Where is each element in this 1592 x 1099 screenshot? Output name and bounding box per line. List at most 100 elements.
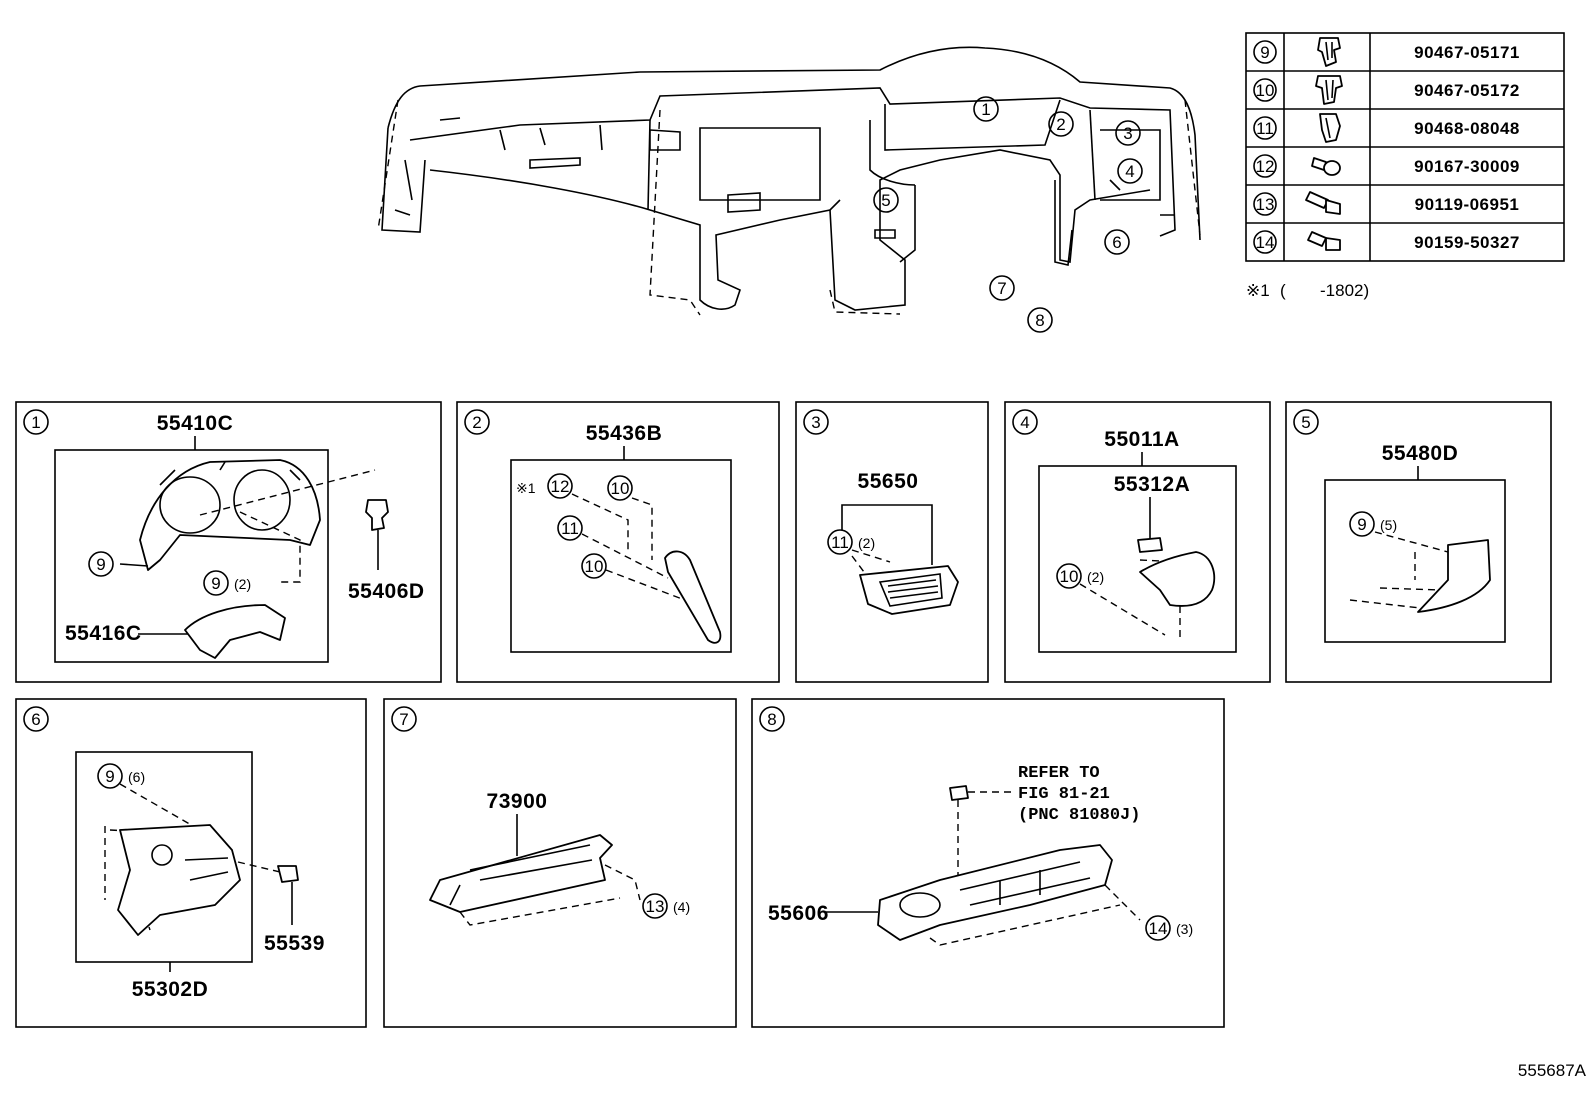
overview-callout-6: 6	[1104, 229, 1130, 255]
switch-plug	[277, 865, 299, 883]
svg-text:8: 8	[1035, 311, 1044, 330]
svg-text:12: 12	[551, 477, 570, 496]
svg-text:※1: ※1	[1246, 281, 1270, 300]
svg-text:8: 8	[767, 710, 776, 729]
overview-callout-3: 3	[1115, 120, 1141, 146]
fastener-table: 9 90467-05171 10 90467-05172 11	[1245, 32, 1565, 262]
date-range-note: ※1 ( -1802)	[1246, 281, 1369, 300]
svg-text:10: 10	[1060, 567, 1079, 586]
fastener-row-11: 11 90468-08048	[1253, 113, 1520, 143]
svg-text:※1: ※1	[516, 480, 536, 496]
svg-text:9: 9	[1357, 515, 1366, 534]
panel-3: 3 55650 11 (2)	[795, 401, 989, 683]
refer-note-line-1: REFER TO	[1018, 764, 1100, 783]
knee-airbag-assembly	[429, 834, 613, 913]
svg-text:(2): (2)	[234, 576, 251, 592]
panel-2: 2 55436B ※1 12 10 11 10	[456, 401, 780, 683]
svg-text:(2): (2)	[1087, 569, 1104, 585]
svg-text:9: 9	[211, 574, 220, 593]
svg-text:11: 11	[561, 519, 579, 538]
part-number-55416C: 55416C	[65, 622, 142, 645]
panel-5: 5 55480D 9 (5)	[1285, 401, 1552, 683]
panel-4: 4 55011A 55312A 10 (2)	[1004, 401, 1271, 683]
connector	[949, 785, 969, 801]
svg-text:90468-08048: 90468-08048	[1414, 119, 1520, 138]
svg-text:5: 5	[881, 191, 890, 210]
panel-1: 1 55410C 9 9 (2) 55416C 55406D	[15, 401, 442, 683]
part-number-55406D: 55406D	[348, 580, 425, 603]
svg-text:4: 4	[1125, 162, 1134, 181]
part-number-55410C: 55410C	[157, 412, 234, 435]
svg-text:12: 12	[1256, 157, 1275, 176]
part-number-73900: 73900	[487, 790, 548, 813]
svg-text:2: 2	[472, 413, 481, 432]
svg-text:(2): (2)	[858, 535, 875, 551]
svg-text:7: 7	[997, 279, 1006, 298]
svg-text:90467-05172: 90467-05172	[1414, 81, 1520, 100]
screw-icon	[1311, 157, 1341, 176]
svg-text:5: 5	[1301, 413, 1310, 432]
svg-text:4: 4	[1020, 413, 1029, 432]
refer-note-line-2: FIG 81-21	[1018, 785, 1110, 804]
overview-callout-8: 8	[1027, 307, 1053, 333]
svg-text:9: 9	[96, 555, 105, 574]
lower-cover-trim	[1417, 539, 1491, 613]
panel-7: 7 73900 13 (4)	[383, 698, 737, 1028]
svg-text:10: 10	[585, 557, 604, 576]
svg-text:10: 10	[1256, 81, 1275, 100]
svg-text:6: 6	[1112, 233, 1121, 252]
svg-text:13: 13	[1256, 195, 1275, 214]
dashboard-overview	[377, 46, 1201, 316]
part-number-55539: 55539	[264, 932, 325, 955]
fastener-row-9: 9 90467-05171	[1253, 37, 1520, 67]
overview-callouts: 1 2 3 4 5 6 7 8	[873, 96, 1143, 333]
svg-text:(5): (5)	[1380, 517, 1397, 533]
lower-finish-panel	[877, 844, 1113, 941]
overview-callout-2: 2	[1048, 111, 1074, 137]
svg-text:-1802): -1802)	[1320, 281, 1369, 300]
svg-text:11: 11	[831, 533, 849, 552]
svg-text:1: 1	[981, 100, 990, 119]
svg-text:14: 14	[1149, 919, 1168, 938]
bolt-icon	[1307, 231, 1341, 251]
fastener-row-12: 12 90167-30009	[1253, 154, 1520, 178]
part-number-55011A: 55011A	[1104, 428, 1179, 451]
svg-text:10: 10	[611, 479, 630, 498]
fastener-row-10: 10 90467-05172	[1253, 75, 1520, 105]
svg-text:3: 3	[1123, 124, 1132, 143]
part-number-55606: 55606	[768, 902, 829, 925]
part-number-55436B: 55436B	[586, 422, 663, 445]
clip-55406D	[365, 499, 389, 570]
clip-icon	[1315, 75, 1343, 105]
fastener-row-14: 14 90159-50327	[1253, 230, 1520, 254]
svg-text:90159-50327: 90159-50327	[1414, 233, 1520, 252]
cluster-lower-cover	[184, 604, 286, 659]
overview-callout-7: 7	[989, 275, 1015, 301]
svg-text:9: 9	[1260, 43, 1269, 62]
svg-text:(: (	[1280, 281, 1286, 300]
svg-text:2: 2	[1056, 115, 1065, 134]
overview-callout-1: 1	[973, 96, 999, 122]
panel-number: 1	[31, 413, 40, 432]
svg-text:90167-30009: 90167-30009	[1414, 157, 1520, 176]
svg-text:90467-05171: 90467-05171	[1414, 43, 1520, 62]
overview-callout-4: 4	[1117, 158, 1143, 184]
part-number-55302D: 55302D	[132, 978, 209, 1001]
cluster-finish-panel	[139, 459, 321, 571]
part-number-55312A: 55312A	[1114, 473, 1191, 496]
svg-text:(4): (4)	[673, 899, 690, 915]
panel-8: 8 REFER TO FIG 81-21 (PNC 81080J) 55606 …	[751, 698, 1225, 1028]
svg-text:(6): (6)	[128, 769, 145, 785]
overview-callout-5: 5	[873, 187, 899, 213]
panel-6: 6 9 (6) 55539 55302D	[15, 698, 367, 1028]
panel-clip	[1137, 537, 1163, 553]
clip-icon	[1319, 113, 1341, 143]
bolt-icon	[1305, 191, 1341, 215]
svg-text:13: 13	[646, 897, 665, 916]
air-vent-register	[859, 565, 959, 615]
part-number-55650: 55650	[858, 470, 919, 493]
svg-text:14: 14	[1256, 233, 1275, 252]
svg-text:6: 6	[31, 710, 40, 729]
refer-note-line-3: (PNC 81080J)	[1018, 806, 1140, 825]
